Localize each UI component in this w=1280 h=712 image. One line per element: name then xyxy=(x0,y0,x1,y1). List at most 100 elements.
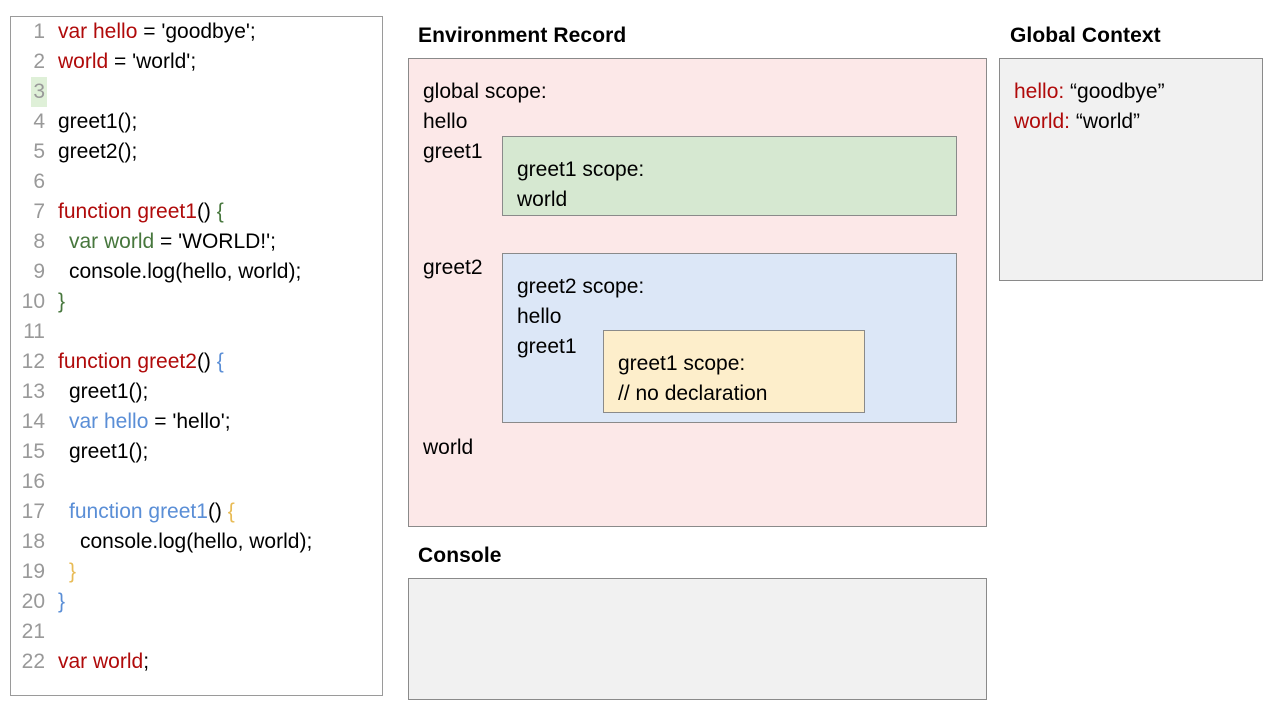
code-line-number-label: 5 xyxy=(33,140,45,163)
code-line-number: 3 xyxy=(11,77,47,107)
code-line-number-label: 16 xyxy=(21,470,45,493)
code-line-number-label: 11 xyxy=(23,320,45,343)
console-title: Console xyxy=(418,544,502,567)
console-output-box[interactable] xyxy=(408,578,987,700)
global-scope-binding: greet1 xyxy=(423,140,483,163)
greet2-scope-bindings: hello greet1 xyxy=(517,302,644,362)
greet1-scope-bindings: world xyxy=(517,185,644,215)
code-line-text: var world = 'WORLD!'; xyxy=(47,227,276,257)
global-scope-bindings-bottom: world xyxy=(423,433,473,463)
global-context-title: Global Context xyxy=(1010,24,1161,47)
code-line-number: 12 xyxy=(11,347,47,377)
code-line-text: var world; xyxy=(47,647,149,677)
code-line-number: 14 xyxy=(11,407,47,437)
code-line: 10} xyxy=(11,287,382,317)
code-line: 16 xyxy=(11,467,382,497)
code-token: = 'goodbye'; xyxy=(137,20,256,43)
code-line-number-label: 19 xyxy=(21,560,45,583)
code-line-text: function greet2() { xyxy=(47,347,224,377)
global-context-box: hello: “goodbye”world: “world” xyxy=(999,58,1263,281)
code-line-number: 21 xyxy=(11,617,47,647)
code-line-text: console.log(hello, world); xyxy=(47,257,301,287)
code-line-text: greet2(); xyxy=(47,137,137,167)
code-line-number-label: 2 xyxy=(33,50,45,73)
code-token: = 'hello'; xyxy=(148,410,231,433)
code-line-text: console.log(hello, world); xyxy=(47,527,312,557)
code-token: = 'WORLD!'; xyxy=(154,230,276,253)
code-line: 6 xyxy=(11,167,382,197)
code-token: greet1(); xyxy=(69,440,149,463)
code-line-number: 9 xyxy=(11,257,47,287)
code-line-text: greet1(); xyxy=(47,377,148,407)
code-line-number: 5 xyxy=(11,137,47,167)
code-line-number: 2 xyxy=(11,47,47,77)
code-line-number: 8 xyxy=(11,227,47,257)
code-token: () xyxy=(196,200,217,223)
global-scope-binding: hello xyxy=(423,110,468,133)
code-token: world xyxy=(58,50,109,73)
code-token: function greet1 xyxy=(58,200,197,223)
code-line-number-label: 22 xyxy=(21,650,45,673)
code-token: { xyxy=(216,200,224,223)
code-line-text: var hello = 'hello'; xyxy=(47,407,231,437)
code-line-number-label: 18 xyxy=(21,530,45,553)
code-token: = 'world'; xyxy=(108,50,197,73)
code-line-number-label: 13 xyxy=(21,380,45,403)
greet1-inner-scope-comment: // no declaration xyxy=(618,382,768,405)
global-context-key: world: xyxy=(1014,110,1071,133)
code-line-number: 16 xyxy=(11,467,47,497)
code-line-text: function greet1() { xyxy=(47,497,235,527)
code-line-text: greet1(); xyxy=(47,437,148,467)
greet2-scope-binding: hello xyxy=(517,305,562,328)
code-token: greet1(); xyxy=(58,110,138,133)
code-line-text: world = 'world'; xyxy=(47,47,196,77)
greet2-scope-binding: greet1 xyxy=(517,335,577,358)
global-context-entry-list: hello: “goodbye”world: “world” xyxy=(1014,77,1165,137)
code-line-number: 17 xyxy=(11,497,47,527)
code-line: 7 function greet1() { xyxy=(11,197,382,227)
code-line-text: } xyxy=(47,287,65,317)
code-line-number-label: 21 xyxy=(21,620,45,643)
code-line-number: 7 xyxy=(11,197,47,227)
code-token: function greet1 xyxy=(69,500,208,523)
code-line-text: greet1(); xyxy=(47,107,137,137)
global-context-value: “world” xyxy=(1070,110,1141,133)
code-line: 11 xyxy=(11,317,382,347)
greet1-scope-label: greet1 scope: xyxy=(517,158,645,181)
code-token: () xyxy=(207,500,228,523)
code-token: greet2(); xyxy=(58,140,138,163)
code-line: 20} xyxy=(11,587,382,617)
code-token: var hello xyxy=(58,20,138,43)
code-line-number: 22 xyxy=(11,647,47,677)
code-token: { xyxy=(227,500,235,523)
environment-record-title: Environment Record xyxy=(418,24,627,47)
code-line-number: 11 xyxy=(11,317,47,347)
greet2-scope-box: greet2 scope: hello greet1 greet1 scope: … xyxy=(502,253,957,423)
code-token: var world xyxy=(58,650,144,673)
greet1-inner-scope-label: greet1 scope: xyxy=(618,352,746,375)
global-context-key: hello: xyxy=(1014,80,1065,103)
code-line-number-label: 17 xyxy=(21,500,45,523)
code-line-number-label: 12 xyxy=(21,350,45,373)
code-line-number: 6 xyxy=(11,167,47,197)
code-line-number-label: 20 xyxy=(21,590,45,613)
greet2-scope-label: greet2 scope: xyxy=(517,275,645,298)
global-context-entry: world: “world” xyxy=(1014,107,1165,137)
global-scope-bindings-top: hello greet1 xyxy=(423,107,483,167)
code-token: } xyxy=(58,590,66,613)
code-line-number: 20 xyxy=(11,587,47,617)
global-scope-bindings-mid: greet2 xyxy=(423,253,483,283)
global-scope-label: global scope: xyxy=(423,80,547,103)
code-token: var hello xyxy=(69,410,149,433)
greet1-inner-scope-box: greet1 scope: // no declaration xyxy=(603,330,865,413)
